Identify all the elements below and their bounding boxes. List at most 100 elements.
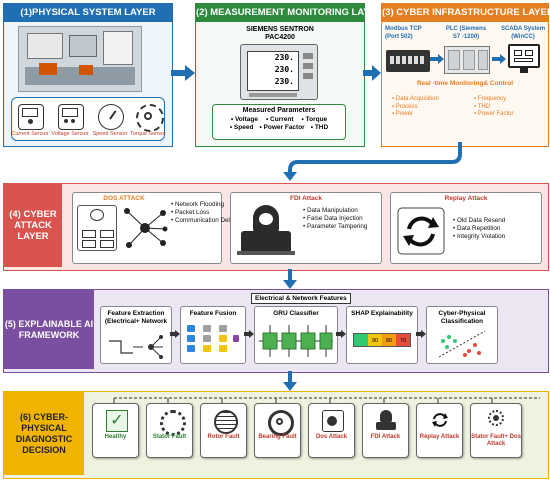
test-bench-photo	[18, 26, 142, 92]
param-item: • Power Factor	[259, 124, 305, 131]
arrow-l2-l3	[363, 65, 381, 81]
fdi-item: • Data Manipulation	[303, 207, 358, 214]
diagnostic-decision-layer: (6) CYBER-PHYSICAL DIAGNOSTIC DECISION ✓…	[3, 391, 549, 479]
bearing-icon	[268, 410, 294, 436]
param-item: • Torque	[301, 116, 328, 123]
flow-arrow	[244, 330, 254, 338]
dos-items: • Network Flooding • Packet Loss • Commu…	[171, 201, 237, 225]
decision-label: Stator Fault	[152, 434, 187, 440]
sensor-label: Current Sensor	[11, 131, 49, 137]
network-switch-icon	[386, 50, 430, 72]
replay-item: • Old Data Resend	[453, 217, 506, 224]
param-item: • THD	[310, 124, 329, 131]
shap-value: 70	[396, 334, 410, 346]
extraction-label: Feature Extraction (Electrical+ Network	[104, 310, 168, 325]
decision-label: Dos Attack	[315, 434, 348, 440]
ammeter-icon	[18, 104, 44, 130]
layer2-title: (2) MEASUREMENT MONITORING LAYER	[196, 4, 383, 22]
feature-extraction-card: Feature Extraction (Electrical+ Network	[100, 306, 172, 364]
network-graph-icon	[124, 208, 168, 248]
scada-monitor-icon	[508, 44, 540, 68]
replay-icon	[432, 413, 448, 427]
meter-reading: 230.	[274, 77, 294, 86]
check-icon: ✓	[106, 410, 128, 432]
signal-network-icon	[109, 335, 163, 359]
param-item: • Current	[265, 116, 294, 123]
flow-arrow	[170, 330, 180, 338]
infra-item: ▪ THD	[474, 103, 491, 110]
power-meter-device: 230. 230. 230.	[240, 44, 318, 100]
decision-label: FDI Attack	[370, 434, 401, 440]
replay-item: • Integrity Violation	[453, 233, 506, 240]
fusion-label: Feature Fusion	[189, 310, 237, 317]
features-caption: Electrical & Network Features	[251, 293, 351, 304]
measured-parameters-box: Measured Parameters • Voltage • Current …	[212, 104, 346, 140]
shap-bar: 90 80 70	[353, 333, 411, 347]
sensor-label: Speed Sensor	[92, 131, 128, 137]
decision-stator-dos: Stator Fault+ Dos Attack	[470, 403, 522, 458]
sensor-label: Voltage Sensor	[51, 131, 89, 137]
arrow-l1-l2	[171, 65, 195, 81]
decision-rotor-fault: Rotor Fault	[200, 403, 247, 458]
dos-title: DOS ATTACK	[103, 195, 145, 202]
fdi-attack-card: FDI Attack • Data Manipulation • False D…	[230, 192, 382, 264]
param-item: • Voltage	[230, 116, 258, 123]
decision-fdi-attack: FDI Attack	[362, 403, 409, 458]
cyber-attack-layer: (4) CYBER ATTACK LAYER DOS ATTACK • Netw…	[3, 183, 549, 271]
fault-attack-icon	[486, 410, 506, 430]
bomb-icon	[322, 410, 344, 432]
infra-item: ▪ Power Factor	[474, 111, 514, 117]
infra-item: ▪ Process	[392, 103, 418, 110]
fdi-item: • Parameter Tampering	[303, 223, 368, 230]
layer1-title: (1)PHYSICAL SYSTEM LAYER	[4, 4, 172, 22]
meter-reading: 230.	[274, 53, 294, 62]
device-model: PAC4200	[265, 34, 295, 41]
replay-items: • Old Data Resend • Data Repetition • In…	[453, 217, 505, 241]
shap-label: SHAP Explainability	[351, 310, 413, 317]
layer5-label: (5) EXPLAINABLE AI FRAMEWORK	[4, 290, 94, 369]
measurement-monitoring-layer: (2) MEASUREMENT MONITORING LAYER SIEMENS…	[195, 3, 383, 147]
plc-icon	[444, 46, 490, 74]
flow-arrow	[336, 330, 346, 338]
explainable-ai-layer: (5) EXPLAINABLE AI FRAMEWORK Electrical …	[3, 289, 549, 373]
dos-item: • Communication Delay	[171, 217, 237, 224]
sensor-strip: Current Sensor Voltage Sensor Speed Sens…	[11, 97, 166, 141]
hacker-icon	[237, 205, 295, 257]
shap-card: SHAP Explainability 90 80 70	[346, 306, 418, 364]
layer4-label: (4) CYBER ATTACK LAYER	[4, 184, 62, 267]
cp-label: Cyber-Physical Classification	[438, 310, 486, 325]
gru-label: GRU Classifier	[273, 310, 319, 317]
sensor-label: Torque Sensor	[130, 131, 166, 137]
left-items: ▪ Data Acquisition ▪ Process ▪ Power	[392, 96, 439, 119]
stator-icon	[160, 410, 186, 436]
physical-system-layer: (1)PHYSICAL SYSTEM LAYER Current Sensor …	[3, 3, 173, 147]
shap-value: 90	[368, 334, 382, 346]
cyber-infrastructure-layer: (3) CYBER INFRASTRUCTURE LAYER Modbus TC…	[381, 3, 550, 147]
params-title: Measured Parameters	[242, 107, 316, 114]
decision-bearing-fault: Bearing Fault	[254, 403, 301, 458]
replay-title: Replay Attack	[444, 195, 488, 202]
scatter-classification-icon	[438, 330, 486, 358]
shap-value: 80	[382, 334, 396, 346]
decision-label: Stator Fault+ Dos Attack	[471, 434, 521, 447]
right-items: ▪ Frequency ▪ THD ▪ Power Factor	[474, 96, 513, 119]
decision-label: Healthy	[104, 434, 127, 440]
modbus-label: Modbus TCP (Port 502)	[385, 26, 422, 40]
decision-healthy: ✓ Healthy	[92, 403, 139, 458]
fdi-items: • Data Manipulation • False Data Injecti…	[303, 207, 367, 231]
fdi-title: FDI Attack	[290, 195, 322, 202]
dos-item: • Packet Loss	[171, 209, 210, 216]
infra-item: ▪ Frequency	[474, 96, 507, 102]
infra-item: ▪ Data Acquisition	[392, 96, 439, 102]
skull-computer-icon	[77, 205, 117, 251]
voltmeter-icon	[58, 104, 84, 130]
hacker-icon	[376, 410, 396, 430]
fdi-item: • False Data Injection	[303, 215, 363, 222]
decision-replay-attack: Replay Attack	[416, 403, 463, 458]
decision-dos-attack: Dos Attack	[308, 403, 355, 458]
plc-label: PLC (Siemens S7 -1200)	[445, 26, 487, 40]
replay-attack-card: Replay Attack • Old Data Resend • Data R…	[390, 192, 542, 264]
meter-reading: 230.	[274, 65, 294, 74]
layer6-label: (6) CYBER-PHYSICAL DIAGNOSTIC DECISION	[4, 392, 84, 475]
feature-fusion-card: Feature Fusion	[180, 306, 246, 364]
